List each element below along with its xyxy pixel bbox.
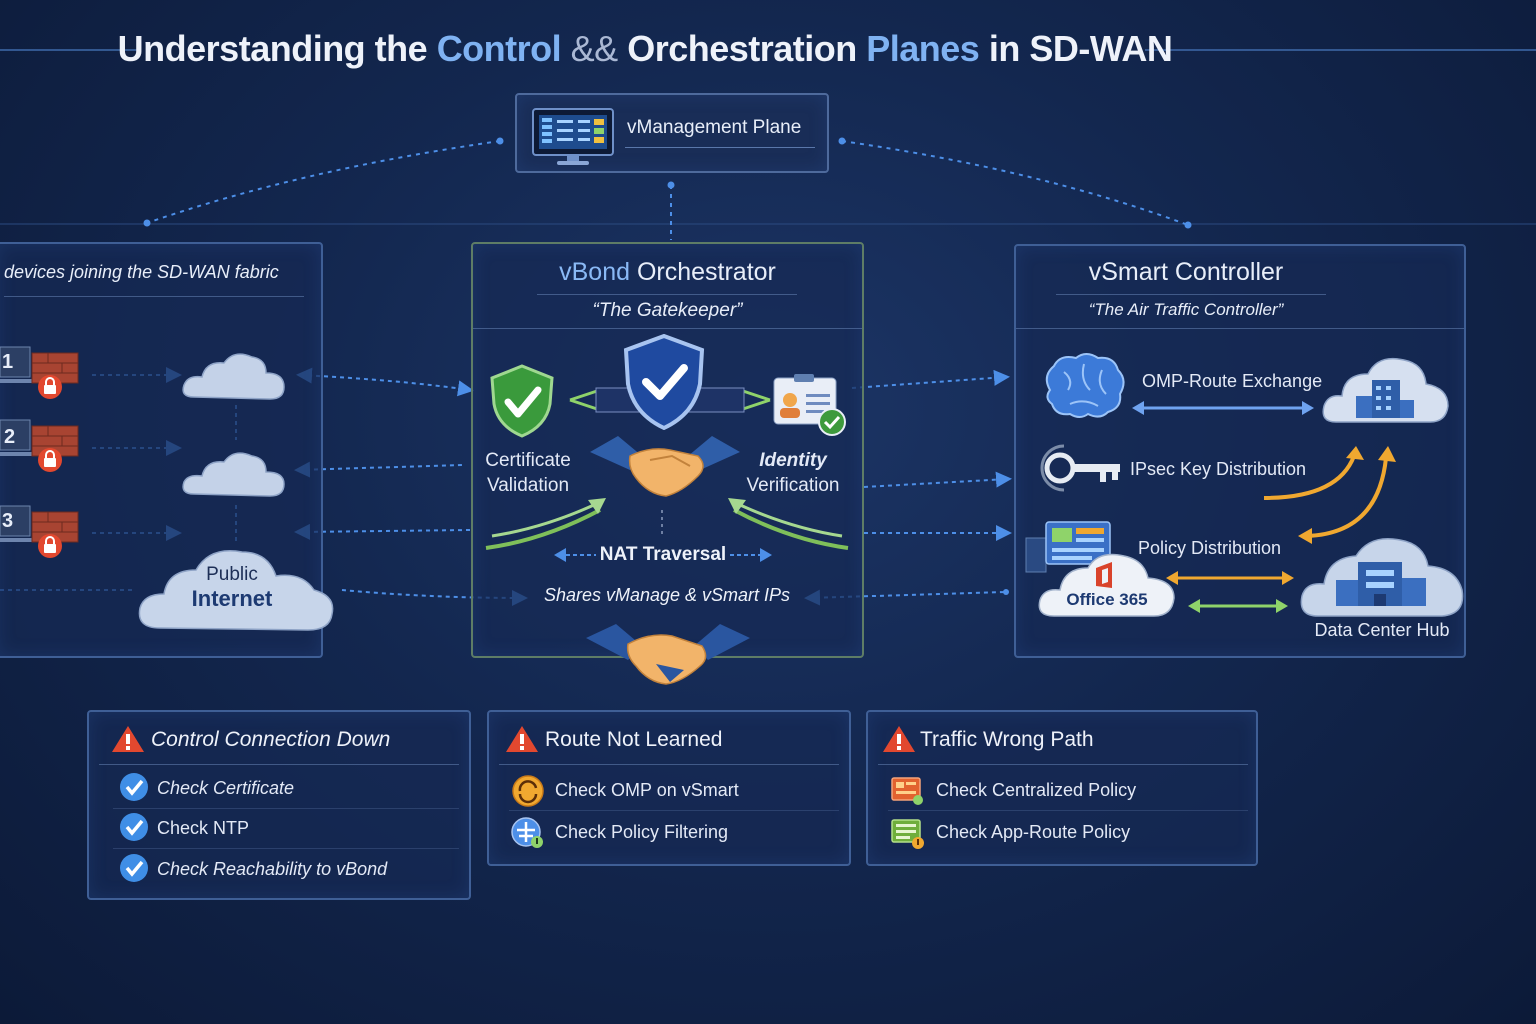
title-part2: in SD-WAN [979, 28, 1173, 69]
monitor-dashboard-icon [532, 108, 614, 165]
identity-label-line2: Verification [746, 475, 840, 496]
page-title: Understanding the Control && Orchestrati… [0, 28, 1290, 70]
shares-ips-label: Shares vManage & vSmart IPs [543, 585, 791, 605]
check-circle-icon [120, 773, 148, 801]
edge-device-1[interactable]: 1 [0, 345, 90, 405]
policy-filter-icon [511, 817, 543, 848]
identity-verification-label: Identity Verification [738, 448, 848, 498]
device-number: 3 [2, 510, 14, 532]
troubleshoot-heading: Traffic Wrong Path [920, 728, 1094, 751]
troubleshoot-heading: Control Connection Down [151, 728, 391, 751]
troubleshoot-control-connection: Control Connection Down Check Certificat… [87, 710, 471, 900]
title-part1: Understanding the [117, 28, 437, 69]
warning-icon [883, 726, 915, 752]
shield-check-icon [490, 364, 554, 438]
vbond-title-rule [537, 294, 797, 295]
warning-icon [112, 726, 144, 752]
data-center-hub: Data Center Hub [1296, 530, 1472, 650]
datacenter-cloud-icon [1300, 538, 1464, 617]
troubleshoot-rule [878, 764, 1248, 765]
green-arrows-icon [485, 498, 849, 550]
check-circle-icon [120, 813, 148, 841]
vbond-title: vBond Orchestrator [473, 258, 862, 287]
policy-document-icon [1025, 521, 1111, 573]
troubleshoot-rule [499, 764, 839, 765]
edge-device-3[interactable]: 3 [0, 504, 90, 564]
omp-sync-icon [512, 775, 544, 807]
vmanagement-plane-box: vManagement Plane [515, 93, 829, 173]
device-number: 2 [4, 426, 16, 448]
check-app-route-policy-item: Check App-Route Policy [936, 822, 1131, 842]
identity-label-line1: Identity [759, 450, 827, 471]
public-internet-cloud: Public Internet [134, 540, 338, 640]
cert-label-line1: Certificate [485, 450, 571, 471]
check-ntp-item: Check NTP [157, 818, 250, 838]
edge-panel-rule [4, 296, 304, 297]
ipsec-key-label: IPsec Key Distribution [1130, 459, 1307, 479]
office-365-label: Office 365 [1066, 590, 1148, 609]
certificate-validation-label: Certificate Validation [478, 448, 578, 498]
check-policy-filtering-item: Check Policy Filtering [555, 822, 729, 842]
office-365-cloud: Office 365 [1036, 548, 1178, 620]
item-divider [113, 808, 459, 809]
troubleshoot-traffic-wrong-path: Traffic Wrong Path Check Centralized Pol… [866, 710, 1258, 866]
router-icon [0, 505, 79, 558]
edge-panel-heading: devices joining the SD-WAN fabric [4, 262, 279, 282]
vsmart-title: vSmart Controller [1088, 258, 1284, 286]
security-shield-icon [623, 334, 705, 430]
device-number: 1 [2, 351, 14, 373]
item-divider [509, 810, 839, 811]
vsmart-title-rule [1056, 294, 1326, 295]
data-center-label: Data Center Hub [1314, 620, 1450, 640]
cloud-icon [182, 353, 285, 400]
cloud-icon [138, 550, 334, 631]
cloud-icon [182, 452, 285, 497]
internet-label: Internet [191, 586, 273, 611]
office-dc-arrows [1166, 571, 1294, 613]
nat-traversal-arrows [554, 548, 772, 562]
cloud-icon [1038, 553, 1175, 617]
app-route-policy-icon [891, 819, 924, 849]
router-icon [0, 419, 79, 472]
check-circle-icon [120, 854, 148, 882]
check-certificate-item: Check Certificate [157, 778, 295, 798]
key-icon [1040, 444, 1120, 492]
orange-curved-arrows [1263, 446, 1396, 544]
cloud-datacenter-icon [1322, 357, 1449, 423]
title-amp: && [561, 28, 628, 69]
vbond-title-rest: Orchestrator [630, 258, 776, 286]
troubleshoot-rule [99, 764, 459, 765]
warning-icon [506, 726, 538, 752]
troubleshoot-route-not-learned: Route Not Learned Check OMP on vSmart Ch… [487, 710, 851, 866]
public-label: Public [206, 564, 258, 585]
cert-label-line2: Validation [486, 475, 570, 496]
troubleshoot-heading: Route Not Learned [545, 728, 723, 751]
check-reachability-item: Check Reachability to vBond [157, 859, 388, 879]
vbond-subtitle-rule [473, 328, 862, 329]
vbond-subtitle: “The Gatekeeper” [592, 300, 743, 321]
title-planes: Planes [856, 28, 980, 69]
handshake-icon [590, 436, 740, 497]
item-divider [888, 810, 1248, 811]
vmanagement-underline [625, 147, 815, 148]
check-omp-item: Check OMP on vSmart [555, 780, 739, 800]
vsmart-subtitle-rule [1016, 328, 1464, 329]
policy-distribution-label: Policy Distribution [1138, 538, 1282, 558]
title-control: Control [436, 28, 562, 69]
edge-device-2[interactable]: 2 [0, 418, 90, 478]
id-card-icon [773, 374, 846, 436]
omp-double-arrow [1132, 401, 1314, 415]
nat-traversal-label: NAT Traversal [599, 544, 727, 565]
omp-route-label: OMP-Route Exchange [1142, 371, 1323, 391]
router-icon [0, 346, 79, 399]
item-divider [113, 848, 459, 849]
title-orchestration: Orchestration [627, 28, 857, 69]
vmanagement-label: vManagement Plane [627, 117, 802, 138]
check-centralized-policy-item: Check Centralized Policy [936, 780, 1137, 800]
centralized-policy-icon [891, 777, 923, 805]
vbond-title-hl: vBond [559, 258, 630, 286]
vsmart-subtitle: “The Air Traffic Controller” [1088, 300, 1284, 319]
brain-icon [1045, 353, 1125, 418]
handshake-bottom-icon [586, 624, 750, 685]
